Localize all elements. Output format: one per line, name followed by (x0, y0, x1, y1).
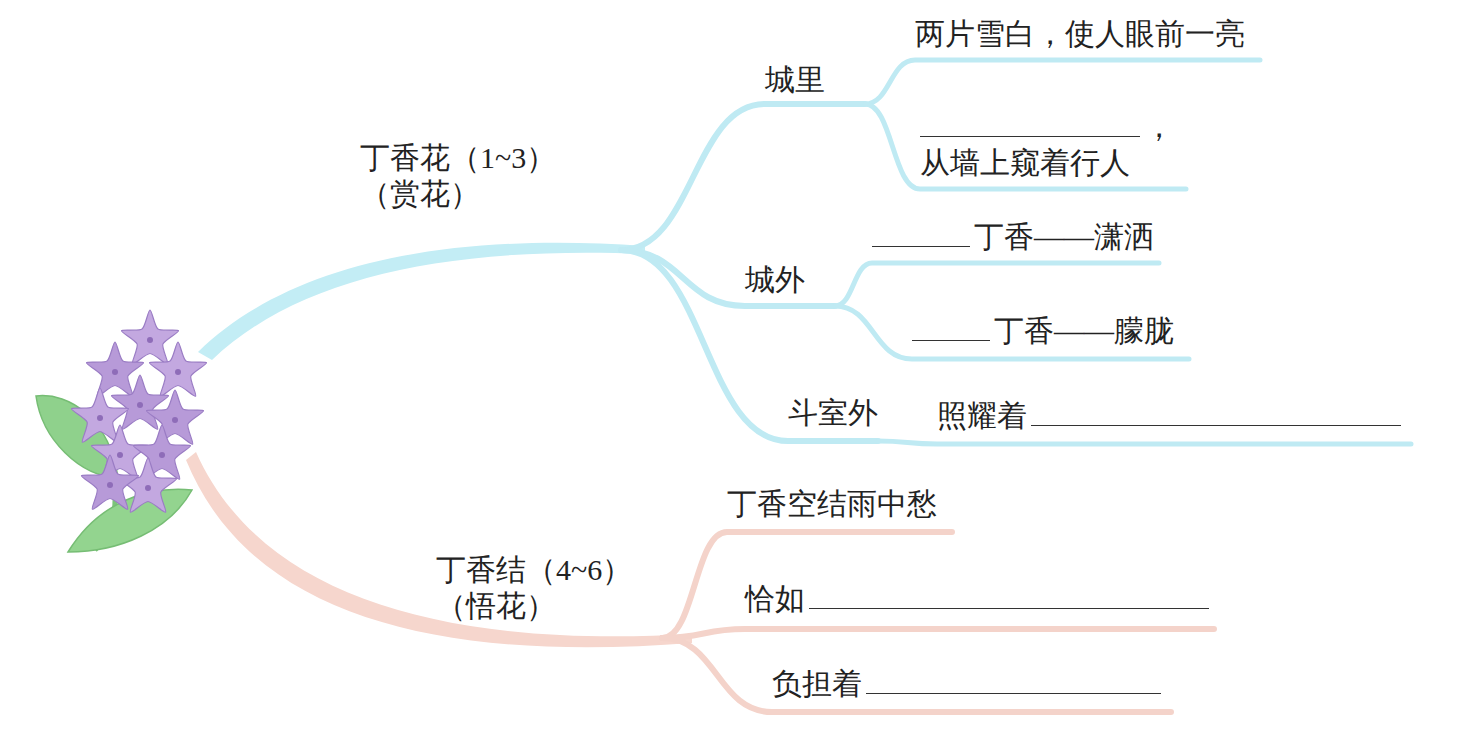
branch-connector (865, 60, 1260, 104)
flower-illustration (36, 310, 207, 552)
text-line: 两片雪白，使人眼前一亮 (915, 16, 1245, 52)
fill-blank (912, 310, 990, 341)
text-line: ， (920, 106, 1174, 145)
flower-petal (133, 425, 190, 479)
branch-connector (835, 263, 1159, 306)
branch-text: 丁香空结雨中愁 (727, 487, 937, 520)
branch-text: 丁香花（1~3） (360, 141, 556, 174)
branch-topic: 丁香结（4~6）（悟花） (436, 552, 662, 638)
branch-text: 丁香——朦胧 (994, 314, 1174, 347)
flower-center (175, 369, 181, 375)
flower-center (145, 485, 151, 491)
upper-branch (198, 243, 645, 360)
branch-text: 丁香——潇洒 (974, 220, 1154, 253)
branch-leaf: 丁香——朦胧 (912, 310, 1174, 359)
fill-blank (920, 106, 1140, 137)
lower-branch (186, 452, 692, 647)
flower-center (147, 337, 153, 343)
text-line: 斗室外 (788, 395, 878, 431)
fill-blank (872, 216, 970, 247)
branch-connector (662, 638, 1171, 712)
branch-connector (835, 306, 1189, 359)
branch-leaf: 丁香空结雨中愁 (727, 486, 937, 532)
branch-text: （悟花） (436, 589, 556, 622)
text-line: 照耀着 (937, 395, 1401, 434)
text-line: 丁香空结雨中愁 (727, 486, 937, 522)
flower-petal (81, 455, 138, 509)
flower-center (172, 417, 178, 423)
text-line: 丁香结（4~6） (436, 552, 632, 588)
fill-blank (866, 663, 1161, 694)
flower-center (137, 402, 143, 408)
branch-leaf: 照耀着 (937, 395, 1401, 444)
text-line: 丁香花（1~3） (360, 140, 556, 176)
branch-connector (662, 532, 952, 638)
flower-center (159, 452, 165, 458)
branch-leaf: ， 从墙上窥着行人 (920, 106, 1174, 189)
branch-text: 斗室外 (788, 396, 878, 429)
text-line: 负担着 (772, 663, 1161, 702)
text-line: 城外 (745, 262, 805, 298)
flower-petal (146, 390, 203, 444)
text-line: 恰如 (745, 578, 1209, 617)
text-line: 丁香——朦胧 (912, 310, 1174, 349)
branch-leaf: 斗室外 (788, 395, 878, 441)
branch-leaf: 恰如 (745, 578, 1209, 629)
branch-connector (621, 104, 865, 250)
branch-leaf: 丁香——潇洒 (872, 216, 1154, 263)
branch-text: 两片雪白，使人眼前一亮 (915, 17, 1245, 50)
fill-blank (809, 578, 1209, 609)
flower-petal (91, 425, 148, 479)
flower-petal (121, 310, 178, 364)
branch-text: 从墙上窥着行人 (920, 146, 1130, 179)
text-line: 从墙上窥着行人 (920, 145, 1174, 181)
branch-text: 恰如 (745, 582, 805, 615)
flower-petal (149, 342, 206, 396)
branch-leaf: 负担着 (772, 663, 1161, 712)
flower-center (112, 369, 118, 375)
branch-text: 城里 (765, 63, 825, 96)
branch-text: 城外 (745, 263, 805, 296)
flower-center (97, 415, 103, 421)
flower-petal (119, 458, 176, 512)
fill-blank (1031, 395, 1401, 426)
branch-topic: 丁香花（1~3）（赏花） (360, 140, 621, 250)
branch-text: （赏花） (360, 177, 480, 210)
branch-topic: 城里 (765, 62, 865, 104)
branch-leaf: 两片雪白，使人眼前一亮 (915, 16, 1245, 60)
branch-text: 丁香结（4~6） (436, 553, 632, 586)
branch-topic: 城外 (745, 262, 835, 306)
flower-center (107, 482, 113, 488)
branch-connector (662, 629, 1214, 638)
branch-text: 负担着 (772, 667, 862, 700)
text-line: （赏花） (360, 176, 556, 212)
text-line: 丁香——潇洒 (872, 216, 1154, 255)
branch-connector (878, 441, 1411, 444)
branch-text: 照耀着 (937, 399, 1027, 432)
branch-text: ， (1144, 110, 1174, 143)
branch-connector (621, 250, 878, 441)
text-line: （悟花） (436, 588, 632, 624)
branch-connector (865, 104, 1186, 189)
flower-center (117, 452, 123, 458)
text-line: 城里 (765, 62, 825, 98)
